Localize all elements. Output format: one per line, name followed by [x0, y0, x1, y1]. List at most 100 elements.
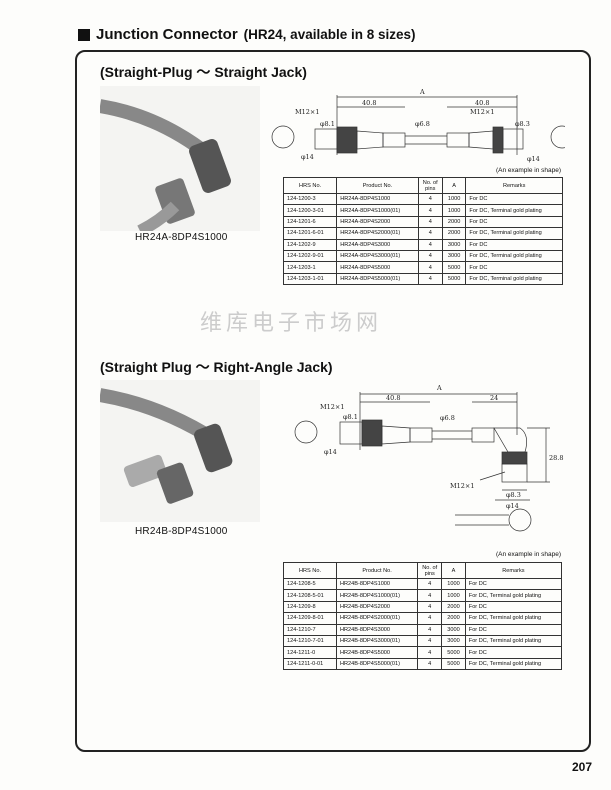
pins-cell: 4 — [417, 215, 443, 229]
dimension-drawing-right-angle: A 40.8 24 M12×1 M12×1 φ14 φ8.1 φ6.8 28.8… — [294, 384, 563, 532]
page-number: 207 — [572, 760, 593, 774]
length-a-cell: 3000 — [441, 249, 467, 263]
remarks-cell: For DC, Terminal gold plating — [465, 204, 563, 217]
thread-left: M12×1 — [295, 108, 320, 116]
col-pins: No. of pins — [417, 562, 443, 579]
remarks-cell: For DC — [464, 646, 563, 659]
pins-cell: 4 — [417, 238, 443, 251]
remarks-cell: For DC — [465, 261, 563, 274]
section-title-right-angle-jack: (Straight Plug ～ Right-Angle Jack) — [100, 359, 333, 375]
page-heading: Junction Connector (HR24, available in 8… — [78, 26, 416, 43]
remarks-cell: For DC, Terminal gold plating — [464, 657, 563, 671]
dim-40-8-right: 40.8 — [475, 99, 489, 107]
pins-cell: 4 — [417, 646, 443, 659]
dim-a: A — [436, 384, 442, 392]
product-no-cell: HR24A-8DP4S5000(01) — [336, 272, 419, 286]
pins-cell: 4 — [417, 634, 443, 648]
product-no-cell: HR24A-8DP4S2000(01) — [336, 227, 419, 240]
hrs-no-cell: 124-1200-3-01 — [282, 204, 338, 217]
length-a-cell: 2000 — [441, 227, 467, 240]
pins-cell: 4 — [417, 589, 443, 602]
dim-24: 24 — [490, 394, 498, 402]
remarks-cell: For DC — [464, 577, 563, 591]
dim-40-8-left: 40.8 — [362, 99, 376, 107]
dimension-drawing-straight: A 40.8 40.8 M12×1 M12×1 φ14 φ8.1 φ6.8 φ8… — [271, 88, 565, 163]
hrs-no-cell: 124-1208-5-01 — [283, 589, 337, 602]
col-remarks: Remarks — [464, 562, 563, 579]
product-no-cell: HR24B-8DP4S3000 — [335, 623, 419, 636]
hrs-no-cell: 124-1211-0 — [283, 646, 337, 659]
length-a-cell: 5000 — [441, 646, 466, 659]
col-pins: No. of pins — [417, 177, 443, 194]
length-a-cell: 1000 — [441, 589, 466, 602]
parts-table-right-angle: HRS No. Product No. No. of pins A Remark… — [283, 562, 563, 671]
shape-note: (An example in shape) — [495, 167, 561, 174]
connector-photo-illustration — [98, 388, 233, 504]
product-no-cell: HR24B-8DP4S2000(01) — [335, 612, 419, 625]
pins-cell: 4 — [417, 612, 443, 625]
remarks-cell: For DC, Terminal gold plating — [464, 612, 563, 625]
product-no-cell: HR24B-8DP4S1000 — [335, 577, 419, 591]
hrs-no-cell: 124-1201-6 — [282, 215, 338, 229]
hrs-no-cell: 124-1210-7 — [283, 623, 337, 636]
pins-cell: 4 — [417, 227, 443, 240]
product-photo-hr24b — [98, 380, 260, 522]
dia-14-left: φ14 — [301, 153, 314, 161]
pins-cell: 4 — [417, 192, 443, 206]
dia-8-1: φ8.1 — [343, 413, 358, 421]
hrs-no-cell: 124-1201-6-01 — [282, 227, 338, 240]
heading-title: Junction Connector — [96, 26, 238, 43]
dia-8-1: φ8.1 — [320, 120, 335, 128]
length-a-cell: 1000 — [441, 577, 466, 591]
remarks-cell: For DC, Terminal gold plating — [464, 589, 563, 602]
product-no-cell: HR24B-8DP4S2000 — [335, 600, 419, 614]
col-product-no: Product No. — [336, 177, 419, 194]
pins-cell: 4 — [417, 657, 443, 671]
photo-caption: HR24A-8DP4S1000 — [135, 232, 228, 243]
dia-14-right: φ14 — [506, 502, 519, 510]
pins-cell: 4 — [417, 600, 443, 614]
col-hrs-no: HRS No. — [283, 562, 337, 579]
pins-cell: 4 — [417, 261, 443, 274]
length-a-cell: 5000 — [441, 261, 467, 274]
length-a-cell: 5000 — [441, 272, 467, 286]
remarks-cell: For DC, Terminal gold plating — [465, 227, 563, 240]
watermark: 维库电子市场网 — [200, 311, 383, 336]
hrs-no-cell: 124-1203-1 — [282, 261, 338, 274]
length-a-cell: 3000 — [441, 238, 467, 251]
product-no-cell: HR24A-8DP4S5000 — [336, 261, 419, 274]
remarks-cell: For DC — [464, 623, 563, 636]
product-no-cell: HR24B-8DP4S5000(01) — [335, 657, 419, 671]
remarks-cell: For DC, Terminal gold plating — [465, 272, 563, 286]
length-a-cell: 5000 — [441, 657, 466, 671]
length-a-cell: 1000 — [441, 192, 467, 206]
hrs-no-cell: 124-1202-9 — [282, 238, 338, 251]
col-remarks: Remarks — [465, 177, 563, 194]
length-a-cell: 2000 — [441, 612, 466, 625]
dia-6-8: φ6.8 — [440, 414, 455, 422]
thread-left: M12×1 — [320, 403, 345, 411]
remarks-cell: For DC, Terminal gold plating — [464, 634, 563, 648]
remarks-cell: For DC — [465, 238, 563, 251]
dim-a: A — [419, 88, 425, 96]
dim-28-8: 28.8 — [549, 454, 563, 462]
pins-cell: 4 — [417, 204, 443, 217]
product-no-cell: HR24A-8DP4S1000(01) — [336, 204, 419, 217]
dia-8-3: φ8.3 — [506, 491, 521, 499]
hrs-no-cell: 124-1209-8-01 — [283, 612, 337, 625]
parts-table-straight: HRS No. Product No. No. of pins A Remark… — [282, 177, 563, 286]
shape-note: (An example in shape) — [495, 551, 561, 558]
